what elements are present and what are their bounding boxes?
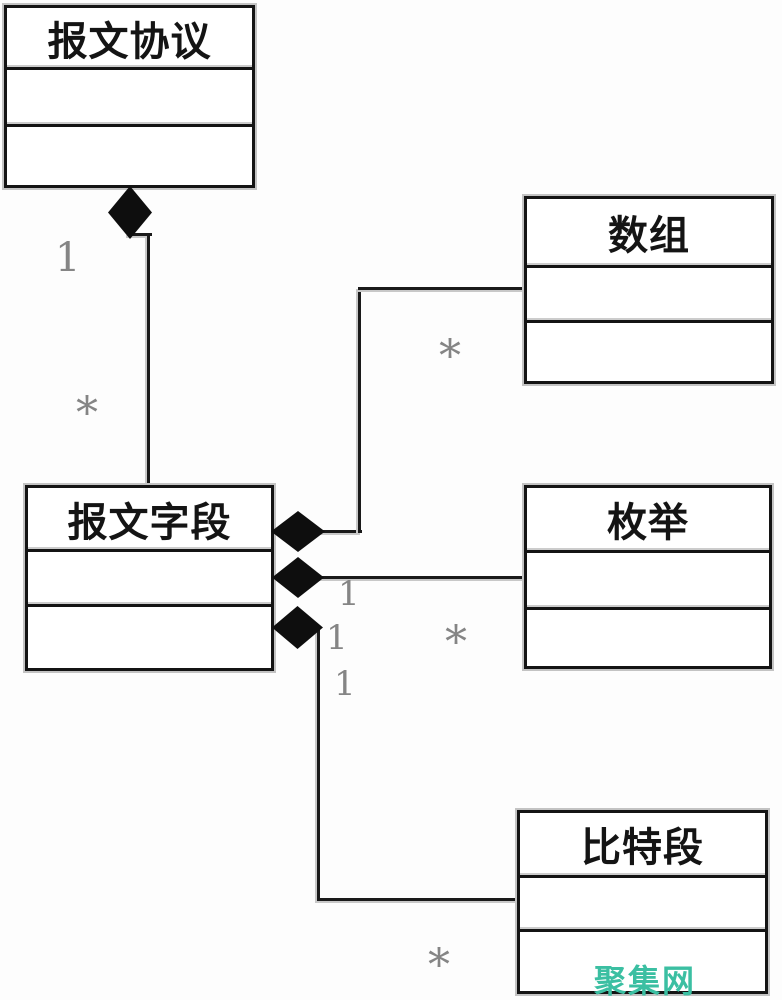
class-name-message-field: 报文字段 [67, 500, 232, 545]
operations-compartment [520, 929, 765, 991]
class-name-message-protocol: 报文协议 [47, 19, 212, 64]
attributes-compartment [520, 875, 765, 929]
attributes-compartment [28, 549, 271, 604]
attributes-compartment [527, 265, 771, 320]
composition-diamond-icon [271, 511, 325, 552]
connector-field-array-h1 [320, 530, 362, 533]
connector-field-bit-horizontal [317, 898, 521, 901]
multiplicity-label: 1 [55, 235, 81, 281]
class-box-enumeration: 枚举 [524, 485, 772, 669]
class-name-bit-segment: 比特段 [581, 826, 704, 870]
multiplicity-label: * [428, 940, 450, 991]
multiplicity-label: * [439, 331, 461, 382]
class-box-array: 数组 [524, 196, 774, 384]
operations-compartment [7, 124, 252, 185]
operations-compartment [28, 604, 271, 668]
composition-diamond-icon [108, 186, 152, 239]
connector-field-array-vertical [358, 287, 361, 533]
multiplicity-label: * [76, 388, 98, 439]
class-box-bit-segment: 比特段 [517, 810, 768, 994]
operations-compartment [527, 320, 771, 381]
multiplicity-label: 1 [338, 574, 360, 614]
connector-protocol-field-jog [128, 233, 152, 236]
composition-diamond-icon [272, 606, 323, 649]
connector-protocol-field-vertical [147, 235, 150, 488]
class-name-enumeration: 枚举 [607, 501, 689, 545]
attributes-compartment [7, 67, 252, 124]
class-box-message-protocol: 报文协议 [4, 5, 255, 188]
connector-field-bit-vertical [317, 626, 320, 901]
class-box-message-field: 报文字段 [25, 485, 274, 671]
multiplicity-label: 1 [334, 664, 356, 704]
watermark-text: 聚集网 [594, 963, 697, 999]
connector-field-enum-horizontal [320, 576, 528, 579]
multiplicity-label: * [445, 617, 467, 668]
composition-diamond-icon [272, 557, 324, 598]
attributes-compartment [527, 550, 769, 607]
operations-compartment [527, 607, 769, 666]
class-name-array: 数组 [608, 214, 690, 258]
multiplicity-label: 1 [326, 618, 348, 658]
connector-field-array-h2 [358, 287, 528, 290]
